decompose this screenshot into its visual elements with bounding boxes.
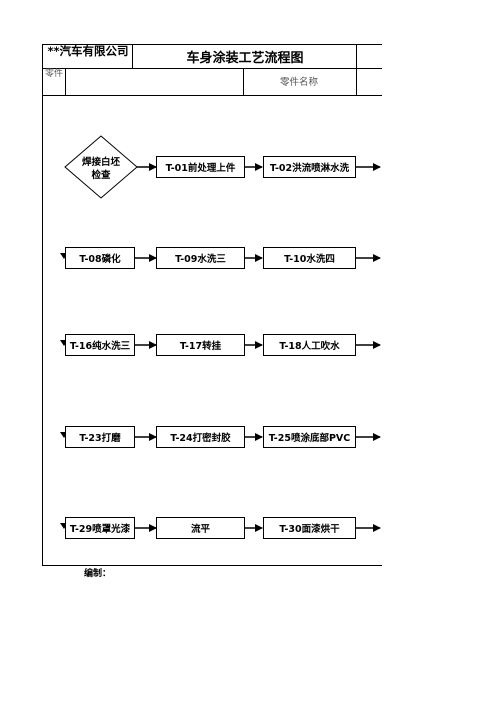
company-cell-border (132, 44, 133, 68)
step-box: T-23打磨 (65, 426, 135, 448)
step-box: T-01前处理上件 (156, 156, 245, 178)
company-name: **汽车有限公司 (47, 44, 129, 58)
header-bottom-line (42, 95, 382, 96)
step-box: T-17转挂 (156, 334, 245, 356)
step-box: 流平 (156, 517, 245, 539)
page-title: 车身涂装工艺流程图 (186, 51, 304, 66)
start-node-label: 焊接白坯检查 (81, 157, 120, 181)
step-box: T-29喷罩光漆 (65, 517, 135, 539)
step-box: T-02洪流喷淋水洗 (263, 156, 356, 178)
step-box: T-09水洗三 (156, 247, 245, 269)
step-box: T-30面漆烘干 (263, 517, 356, 539)
header-divider (42, 68, 382, 69)
start-diamond (64, 135, 138, 199)
form-frame (42, 44, 382, 566)
step-box: T-25喷涂底部PVC (263, 426, 356, 448)
step-box: T-18人工吹水 (263, 334, 356, 356)
author-label: 编制： (84, 569, 112, 579)
title-cell-border (356, 44, 357, 95)
part-name-cell-border (243, 68, 244, 95)
part-label: 零件 (44, 69, 63, 79)
step-box: T-08磷化 (65, 247, 135, 269)
step-box: T-24打密封胶 (156, 426, 245, 448)
step-box: T-10水洗四 (263, 247, 356, 269)
step-box: T-16纯水洗三 (65, 334, 135, 356)
part-label-cell-border (65, 68, 66, 95)
part-name-label: 零件名称 (279, 77, 318, 88)
